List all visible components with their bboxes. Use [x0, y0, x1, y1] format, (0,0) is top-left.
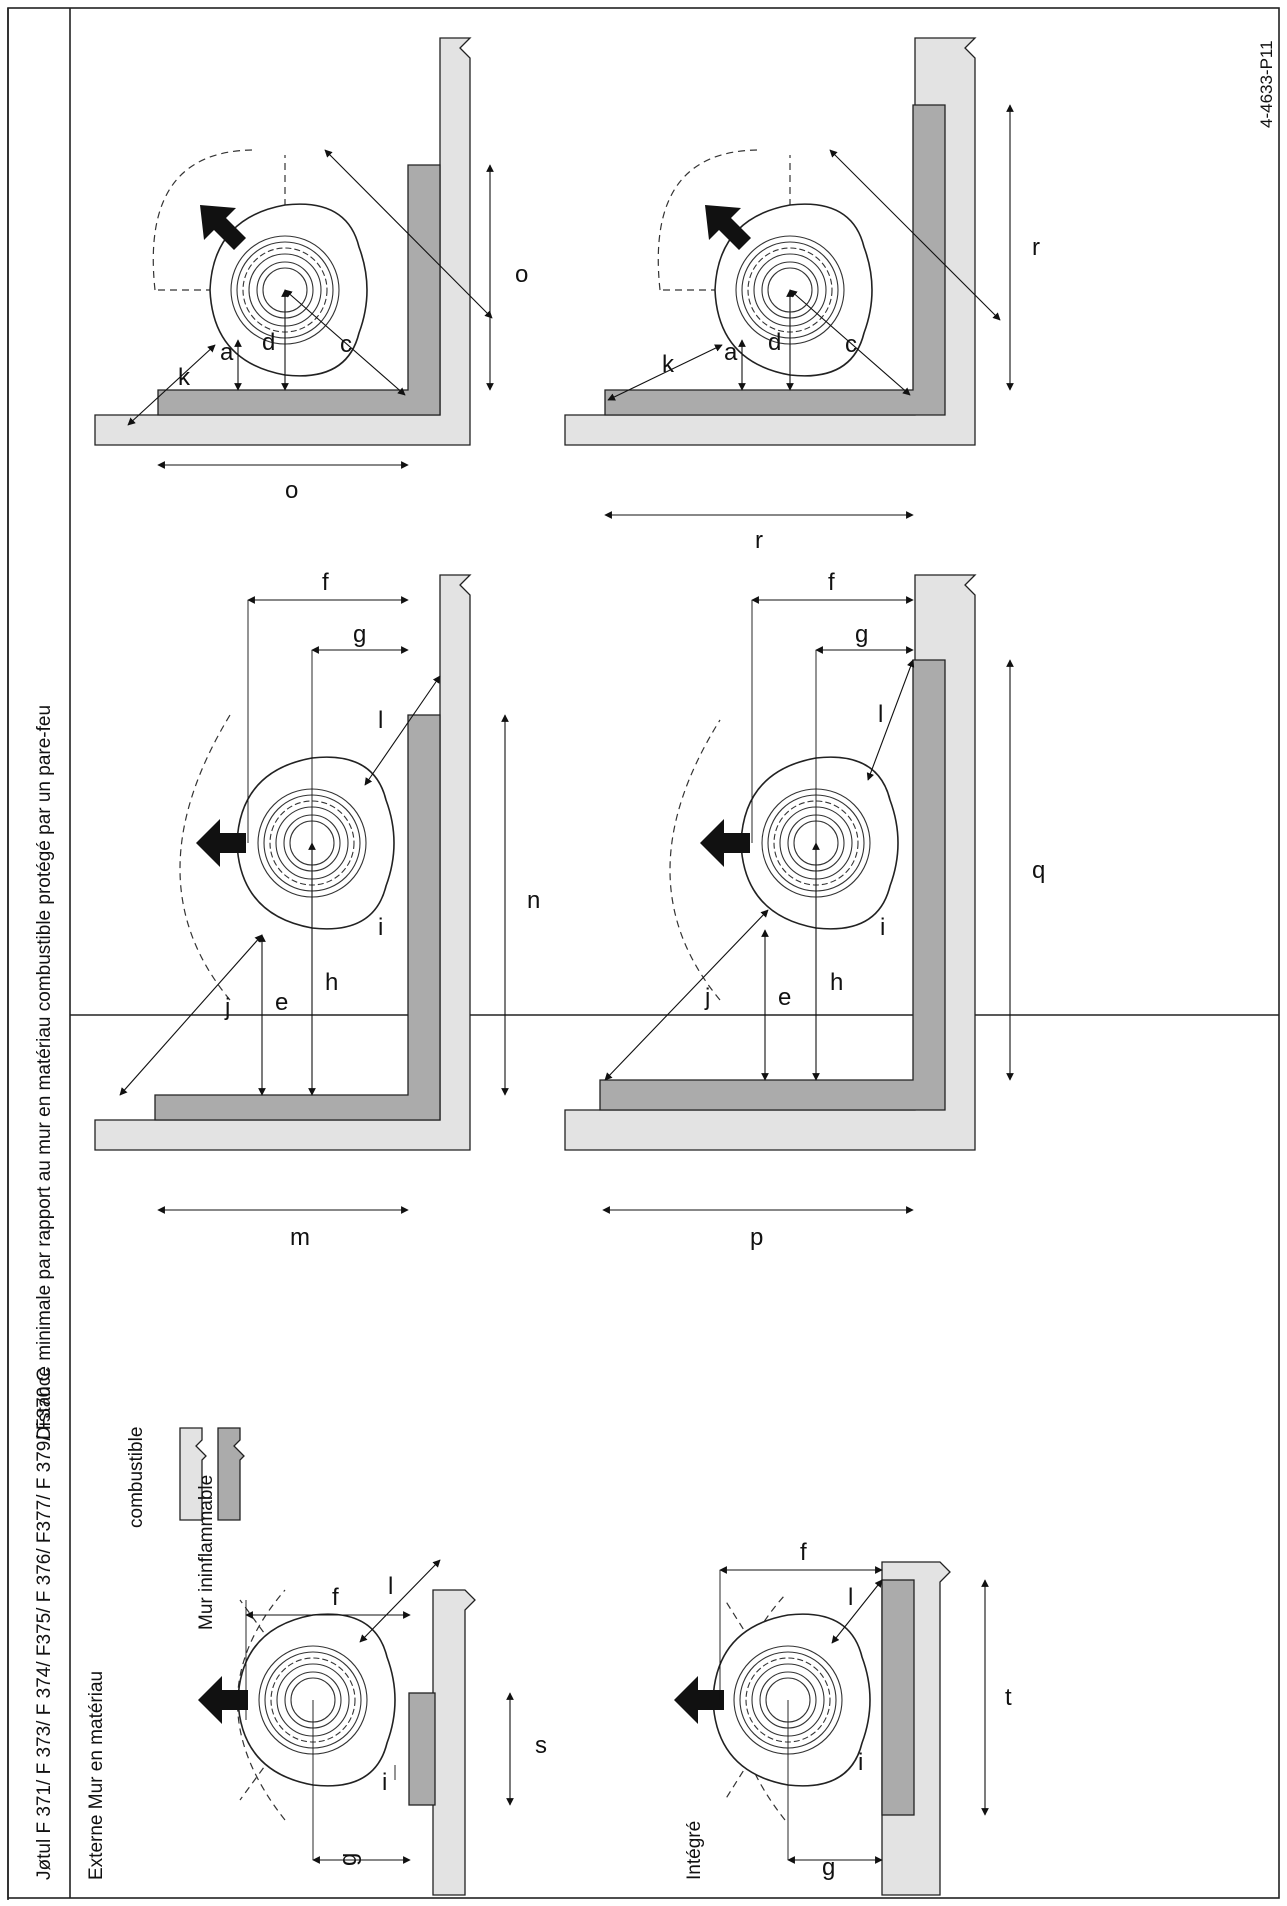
radiation-arc [179, 714, 231, 1001]
noncombustible-wall [408, 1692, 436, 1806]
direction-arrow [700, 819, 750, 867]
dim-label-n: n [527, 887, 540, 914]
dim-label-r: r [755, 527, 763, 554]
dim-label-i: i [858, 1749, 863, 1776]
legend-noncombustible-label: Mur ininflammable [196, 1475, 217, 1630]
legend-combustible-swatch [179, 1427, 207, 1521]
direction-arrow [674, 1676, 724, 1724]
legend-combustible-label: combustible [126, 1427, 147, 1528]
document-title: Jøtul F 371/ F 373/ F 374/ F375/ F 376/ … [34, 1368, 55, 1880]
dim-label-m: m [290, 1224, 310, 1251]
dim-label-s: s [535, 1732, 547, 1759]
dim-label-l: l [378, 707, 383, 734]
direction-arrow [200, 205, 246, 250]
direction-arrow [705, 205, 751, 250]
dim-label-g: g [822, 1854, 835, 1881]
dim-label-f: f [800, 1539, 807, 1566]
dim-label-k: k [178, 364, 191, 391]
dim-label-q: q [1032, 857, 1045, 884]
dim-label-p: p [750, 1224, 763, 1251]
legend: combustible Mur ininflammable [126, 1427, 245, 1630]
dim-label-c: c [340, 331, 352, 358]
diagram-corner-integrated-straight: p j e h g f l i q [564, 569, 1045, 1251]
dim-label-a: a [724, 339, 738, 366]
section-external-label: Externe Mur en matériau [86, 1671, 107, 1880]
dim-label-a: a [220, 339, 234, 366]
diagram-straight-wall-integrated: g f l i t [674, 1539, 1012, 1896]
dim-label-r-side: r [1032, 234, 1040, 261]
dim-label-f: f [332, 1584, 339, 1611]
radiation-arc [152, 149, 256, 291]
dim-label-f: f [322, 569, 329, 596]
dim-label-e: e [778, 984, 791, 1011]
dim-label-g: g [855, 621, 868, 648]
dim-label-l: l [878, 701, 883, 728]
dim-label-i: i [378, 914, 383, 941]
diagram-corner-integrated-angled: r k a d c r [564, 37, 1040, 554]
dim-label-d: d [768, 329, 781, 356]
dim-label-g: g [353, 621, 366, 648]
radiation-arc [669, 719, 721, 1001]
dim-label-k: k [662, 351, 675, 378]
dim-label-d: d [262, 329, 275, 356]
direction-arrow [198, 1676, 248, 1724]
diagram-straight-wall-external: g f l i s [198, 1559, 547, 1896]
dim-label-i: i [382, 1769, 387, 1796]
dim-label-h: h [325, 969, 338, 996]
dim-label-l: l [848, 1584, 853, 1611]
diagram-corner-wall-angled: o k a d c o [94, 37, 528, 504]
legend-noncombustible-swatch [217, 1427, 245, 1521]
combustible-wall [432, 1589, 476, 1896]
stove-top-view [236, 756, 395, 930]
dim-label-i: i [880, 914, 885, 941]
dim-label-t: t [1005, 1684, 1012, 1711]
dim-label-o-side: o [515, 261, 528, 288]
dim-label-o: o [285, 477, 298, 504]
dim-label-g: g [335, 1853, 362, 1866]
diagram-corner-wall-straight: m j e h g f l i n [94, 569, 540, 1251]
radiation-arc [737, 1594, 786, 1821]
stove-top-view [740, 756, 899, 930]
dim-label-h: h [830, 969, 843, 996]
stove-top-view [712, 1613, 871, 1787]
dim-label-c: c [845, 331, 857, 358]
stove-top-view [237, 1613, 396, 1787]
dim-label-j: j [704, 984, 710, 1011]
radiation-arc [657, 149, 761, 291]
noncombustible-wall [604, 104, 946, 416]
document-subtitle: Distance minimale par rapport au mur en … [34, 705, 55, 1440]
drawing-reference: 4-4633-P11 [1257, 40, 1276, 128]
noncombustible-wall [881, 1579, 915, 1816]
dim-label-f: f [828, 569, 835, 596]
dim-label-l: l [388, 1573, 393, 1600]
dim-label-j: j [224, 994, 230, 1021]
section-integrated-label: Intégré [684, 1821, 705, 1880]
direction-arrow [196, 819, 246, 867]
dim-label-e: e [275, 989, 288, 1016]
